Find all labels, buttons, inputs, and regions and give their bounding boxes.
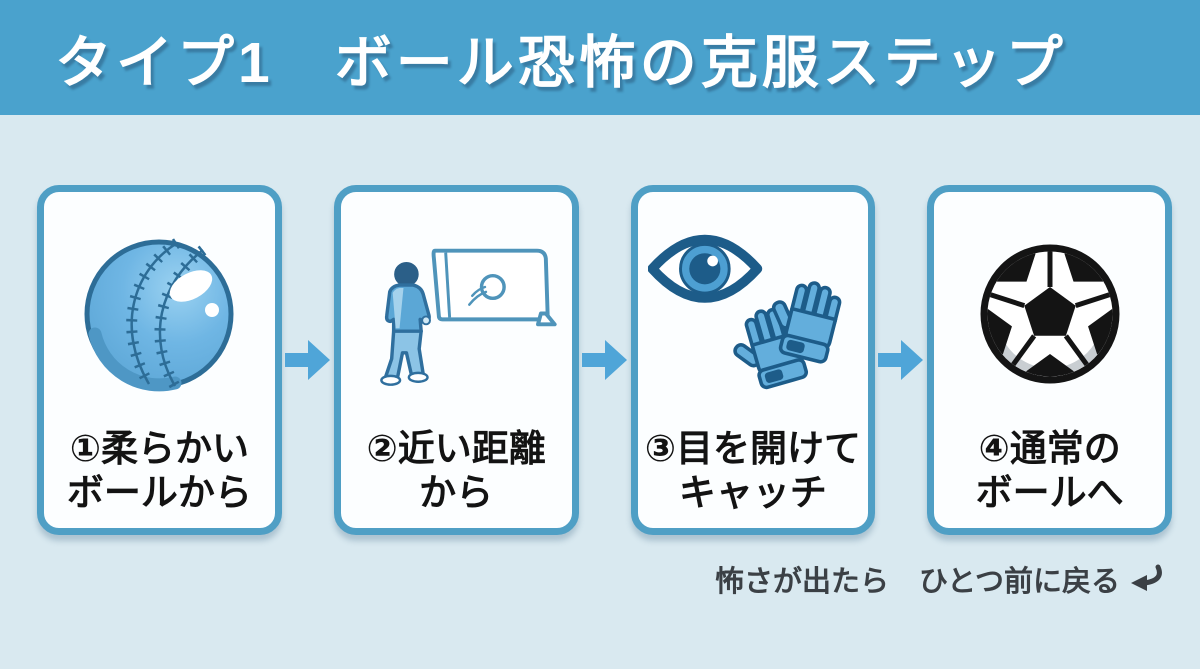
step-caption-line1: ②近い距離	[366, 428, 546, 470]
step-caption-line2: ボールから	[66, 471, 252, 513]
right-arrow-icon	[284, 340, 330, 380]
flow-arrow-cell	[875, 185, 927, 535]
page-title: タイプ1 ボール恐怖の克服ステップ	[55, 30, 1067, 95]
step-card-3: ③目を開けて キャッチ	[630, 185, 876, 535]
step-card-1: ①柔らかい ボールから	[37, 185, 282, 535]
step-card-2: ②近い距離 から	[333, 185, 579, 535]
step-caption-line1: ①柔らかい	[69, 428, 250, 470]
step-card-4: ④通常の ボールへ	[927, 185, 1172, 535]
footer-note-condition: 怖さが出たら	[715, 566, 890, 598]
right-arrow-icon	[581, 340, 627, 380]
goal-close-distance-icon	[345, 200, 568, 427]
step-caption-line1: ③目を開けて	[644, 428, 862, 470]
soft-ball-icon	[48, 200, 271, 427]
steps-row: ①柔らかい ボールから	[0, 185, 1200, 535]
step-caption-line2: から	[419, 471, 494, 513]
step-caption-line1: ④通常の	[978, 428, 1121, 470]
return-back-arrow-icon	[1131, 564, 1162, 591]
footer-note-action: ひとつ前に戻る	[919, 566, 1120, 598]
flow-arrow-cell	[282, 185, 334, 535]
soccer-ball-icon	[938, 200, 1161, 427]
right-arrow-icon	[878, 340, 924, 380]
step-caption-line2: ボールへ	[975, 471, 1124, 513]
flow-arrow-cell	[579, 185, 631, 535]
step-caption-line2: キャッチ	[678, 471, 827, 513]
header-bar: タイプ1 ボール恐怖の克服ステップ	[0, 0, 1200, 115]
eye-open-gloves-icon	[642, 200, 865, 427]
footer-note: 怖さが出たら ひとつ前に戻る	[715, 558, 1164, 600]
